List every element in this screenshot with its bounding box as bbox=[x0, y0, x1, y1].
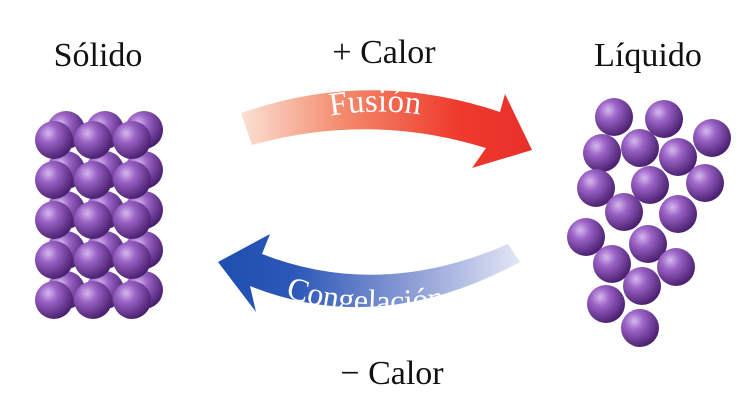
solid-particle bbox=[35, 241, 73, 279]
liquid-particle bbox=[621, 309, 659, 347]
solid-particle bbox=[35, 281, 73, 319]
solid-particle bbox=[113, 121, 151, 159]
liquid-particle bbox=[567, 218, 605, 256]
solid-particle bbox=[74, 121, 112, 159]
solid-particle bbox=[74, 281, 112, 319]
freezing-arrow: Congelación bbox=[218, 234, 520, 319]
liquid-particle bbox=[621, 129, 659, 167]
solid-particle bbox=[113, 281, 151, 319]
solid-particle bbox=[74, 201, 112, 239]
solid-particle bbox=[113, 241, 151, 279]
liquid-particle bbox=[657, 248, 695, 286]
liquid-particle bbox=[605, 193, 643, 231]
liquid-particle bbox=[593, 245, 631, 283]
solid-particle bbox=[113, 161, 151, 199]
liquid-particle bbox=[595, 98, 633, 136]
liquid-particle bbox=[629, 225, 667, 263]
solid-particle bbox=[113, 201, 151, 239]
liquid-particle bbox=[577, 169, 615, 207]
solid-particle-lattice bbox=[35, 111, 163, 319]
liquid-particle bbox=[686, 164, 724, 202]
solid-particle bbox=[35, 201, 73, 239]
liquid-particle bbox=[693, 119, 731, 157]
liquid-particle-cluster bbox=[567, 98, 731, 347]
liquid-particle bbox=[587, 285, 625, 323]
melting-arrow-label: Fusión bbox=[327, 83, 424, 123]
solid-particle bbox=[74, 161, 112, 199]
liquid-particle bbox=[645, 100, 683, 138]
melting-arrow: Fusión bbox=[241, 83, 532, 168]
liquid-particle bbox=[659, 195, 697, 233]
freezing-arrow-shape bbox=[218, 234, 520, 312]
liquid-label: Líquido bbox=[594, 37, 702, 74]
liquid-particle bbox=[659, 138, 697, 176]
minus-heat-label: − Calor bbox=[340, 355, 444, 392]
melting-arrow-shape bbox=[241, 90, 532, 168]
liquid-particle bbox=[623, 267, 661, 305]
solid-label: Sólido bbox=[54, 37, 143, 74]
liquid-particle bbox=[583, 134, 621, 172]
solid-particle bbox=[74, 241, 112, 279]
solid-particle bbox=[35, 161, 73, 199]
solid-particle bbox=[35, 121, 73, 159]
liquid-particle bbox=[631, 166, 669, 204]
plus-heat-label: + Calor bbox=[332, 34, 436, 71]
